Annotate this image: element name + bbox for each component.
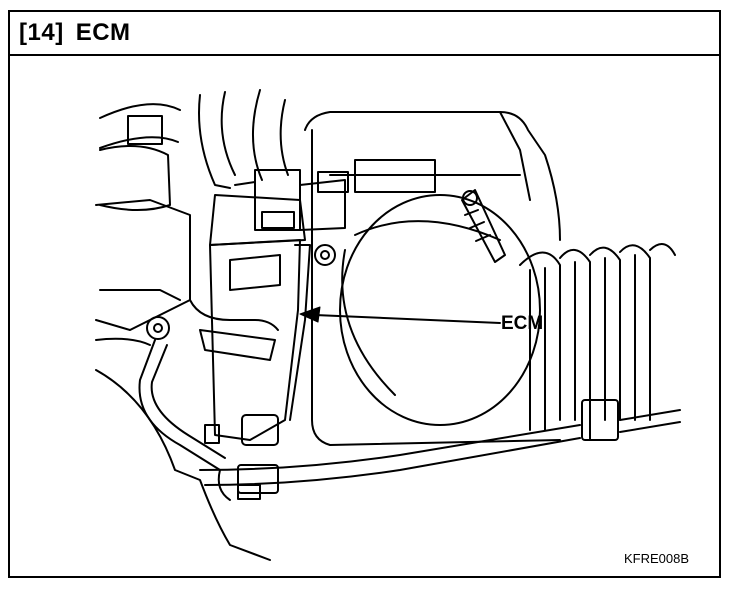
throttle-body (339, 194, 541, 426)
left-bracket (95, 199, 191, 346)
hose-clip-right (581, 399, 619, 441)
corrugated-hose (519, 243, 676, 431)
connector-assembly (209, 159, 436, 266)
section-number: [14] (19, 19, 64, 46)
ecm-callout-label: ECM (501, 313, 544, 334)
ecm-panel (189, 239, 311, 446)
page-title: [14] ECM (19, 19, 131, 47)
upper-hose (99, 103, 181, 211)
title-bar: [14] ECM (10, 12, 719, 56)
figure-reference-code: KFRE008B (624, 551, 690, 566)
bolt (461, 189, 506, 263)
section-name: ECM (75, 19, 131, 46)
ecm-callout-arrow (299, 306, 501, 324)
intake-duct (198, 89, 289, 189)
lower-cables (199, 409, 681, 501)
lower-cable-left (95, 339, 271, 561)
figure-frame: [14] ECM (8, 10, 721, 578)
hose-clip-left (237, 464, 279, 500)
air-cleaner-housing (304, 111, 561, 446)
